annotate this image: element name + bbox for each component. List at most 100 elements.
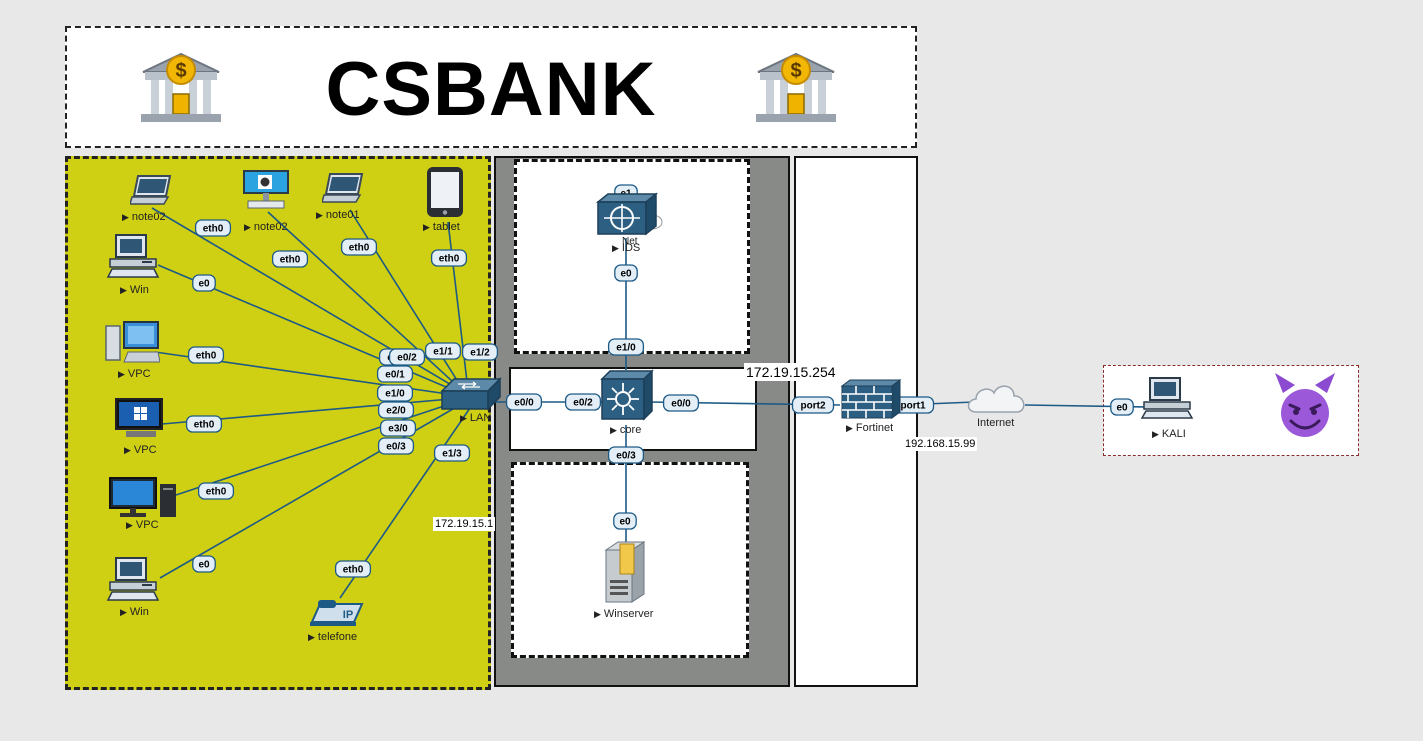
- bank-icon-left: $: [141, 52, 221, 122]
- node-label-tablet: tablet: [432, 221, 460, 233]
- port-label: e1/0: [616, 343, 636, 354]
- port-label: port2: [801, 401, 826, 412]
- port-label: e0/0: [514, 398, 534, 409]
- svg-text:$: $: [790, 60, 801, 82]
- tablet-icon[interactable]: [425, 165, 465, 219]
- core-switch-icon[interactable]: [598, 369, 654, 421]
- laptop-icon[interactable]: [322, 172, 366, 204]
- port-label-badge: [187, 346, 225, 364]
- title-banner: $ CSBANK $: [65, 26, 917, 148]
- port-label-badge: [505, 393, 543, 411]
- port-label: e0: [198, 279, 210, 290]
- port-label: eth0: [194, 420, 215, 431]
- port-label-badge: [564, 393, 602, 411]
- port-label-badge: [662, 394, 700, 412]
- port-label: e3/0: [388, 424, 408, 435]
- port-label: e1/2: [470, 348, 490, 359]
- port-label-badge: [194, 219, 232, 237]
- port-label-badge: [607, 446, 645, 464]
- diagram-title: CSBANK: [325, 47, 657, 132]
- node-label-note01: note01: [325, 209, 360, 221]
- port-label-badge: [433, 444, 471, 462]
- desktop-pc-icon[interactable]: [106, 556, 160, 602]
- node-label-winserver: Winserver: [603, 608, 654, 620]
- ip-label-core-gateway: 172.19.15.254: [744, 363, 838, 381]
- desktop-tower-icon[interactable]: [108, 476, 178, 518]
- node-label-kali: KALI: [1161, 428, 1186, 440]
- firewall-icon[interactable]: [838, 378, 902, 420]
- port-label-badge: [377, 437, 415, 455]
- svg-text:$: $: [175, 60, 186, 82]
- port-label-badge: [430, 249, 468, 267]
- node-label-fortinet: Fortinet: [855, 422, 894, 434]
- port-label-badge: [271, 250, 309, 268]
- desktop-pc-icon[interactable]: [1140, 376, 1194, 420]
- node-label-vpc-3: VPC: [135, 519, 159, 531]
- laptop-icon[interactable]: [130, 174, 174, 206]
- port-label: eth0: [439, 254, 460, 265]
- ids-sensor-icon[interactable]: [594, 190, 666, 240]
- cloud-icon[interactable]: [964, 380, 1030, 416]
- port-label: e0/3: [386, 442, 406, 453]
- link-vpc-3[interactable]: [175, 399, 463, 496]
- port-label-badge: [192, 274, 216, 292]
- port-label: e0: [198, 560, 210, 571]
- port-label-badge: [340, 238, 378, 256]
- port-label-badge: [197, 482, 235, 500]
- ip-label-fortinet-wan: 192.168.15.99: [903, 437, 978, 451]
- port-label: port1: [901, 401, 926, 412]
- port-label-badge: [424, 342, 462, 360]
- port-label: e0/2: [573, 398, 593, 409]
- link-tablet[interactable]: [447, 221, 469, 391]
- port-label: eth0: [280, 255, 301, 266]
- node-label-telefone: telefone: [317, 631, 358, 643]
- svg-text:IP: IP: [343, 609, 353, 621]
- desktop-pc-icon[interactable]: [106, 233, 160, 279]
- ip-label-lan-switch: 172.19.15.1: [433, 517, 496, 531]
- port-label-badge: [388, 348, 426, 366]
- workstation-icon[interactable]: [102, 318, 160, 366]
- port-label: eth0: [203, 224, 224, 235]
- port-label: e0: [619, 517, 631, 528]
- node-label-core: core: [619, 424, 642, 436]
- port-label-badge: [185, 415, 223, 433]
- port-label-badge: [192, 555, 216, 573]
- node-label-ids: IDS: [621, 242, 641, 254]
- port-label-badge: [334, 560, 372, 578]
- imac-icon[interactable]: [242, 169, 290, 211]
- port-label: e0/0: [671, 399, 691, 410]
- ip-phone-icon[interactable]: IP: [308, 596, 366, 628]
- port-label-badge: [613, 512, 637, 530]
- port-label: e0/3: [616, 451, 636, 462]
- port-label: e0: [620, 269, 632, 280]
- node-label-note02-b: note02: [253, 221, 288, 233]
- port-label: e1/1: [433, 347, 453, 358]
- port-label-badge: [376, 365, 414, 383]
- node-label-vpc-1: VPC: [127, 368, 151, 380]
- firewall-zone: [794, 156, 918, 687]
- node-label-note02-a: note02: [131, 211, 166, 223]
- switch-icon[interactable]: [440, 377, 502, 411]
- node-label-lan: LAN: [469, 412, 492, 424]
- port-label: e2/0: [386, 406, 406, 417]
- port-label: eth0: [196, 351, 217, 362]
- port-label-badge: [461, 343, 499, 361]
- smiling-devil-icon: [1257, 367, 1353, 453]
- port-label: eth0: [206, 487, 227, 498]
- port-label: e0/1: [385, 370, 405, 381]
- port-label-badge: [607, 338, 645, 356]
- port-label: eth0: [349, 243, 370, 254]
- bank-icon-right: $: [756, 52, 836, 122]
- port-label: e1/3: [442, 449, 462, 460]
- monitor-icon[interactable]: [114, 397, 164, 441]
- port-label: e0/2: [397, 353, 417, 364]
- node-label-ids-overlay: Net: [622, 236, 638, 247]
- server-icon[interactable]: [600, 540, 648, 604]
- port-label-badge: [791, 396, 835, 414]
- node-label-win-2: Win: [129, 606, 149, 618]
- port-label: eth0: [343, 565, 364, 576]
- node-label-vpc-2: VPC: [133, 444, 157, 456]
- link-note02-b[interactable]: [267, 211, 466, 394]
- port-label: e0: [1116, 403, 1128, 414]
